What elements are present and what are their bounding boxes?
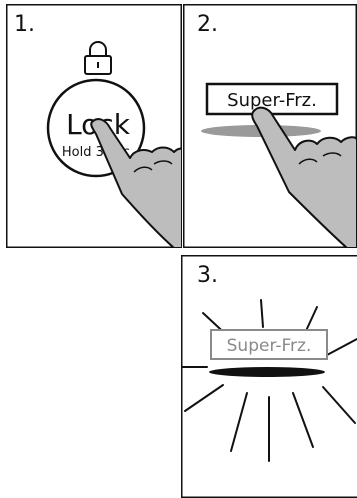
super-frz-label: Super-Frz. bbox=[227, 90, 317, 111]
super-frz-label: Super-Frz. bbox=[227, 336, 312, 356]
pressed-shadow bbox=[209, 367, 325, 377]
step-3-illustration: Super-Frz. bbox=[181, 255, 357, 498]
step-1-illustration: Lock Hold 3 sec. bbox=[6, 4, 182, 248]
step-1-number: 1. bbox=[14, 12, 35, 37]
step-1-panel: Lock Hold 3 sec. 1. bbox=[6, 4, 182, 248]
step-3-panel: Super-Frz. 3. bbox=[181, 255, 357, 498]
step-2-illustration: Super-Frz. bbox=[183, 4, 357, 248]
activation-burst bbox=[183, 300, 357, 461]
step-3-number: 3. bbox=[197, 263, 218, 288]
step-2-panel: Super-Frz. 2. bbox=[183, 4, 357, 248]
step-2-number: 2. bbox=[197, 12, 218, 37]
lock-icon bbox=[85, 42, 111, 74]
